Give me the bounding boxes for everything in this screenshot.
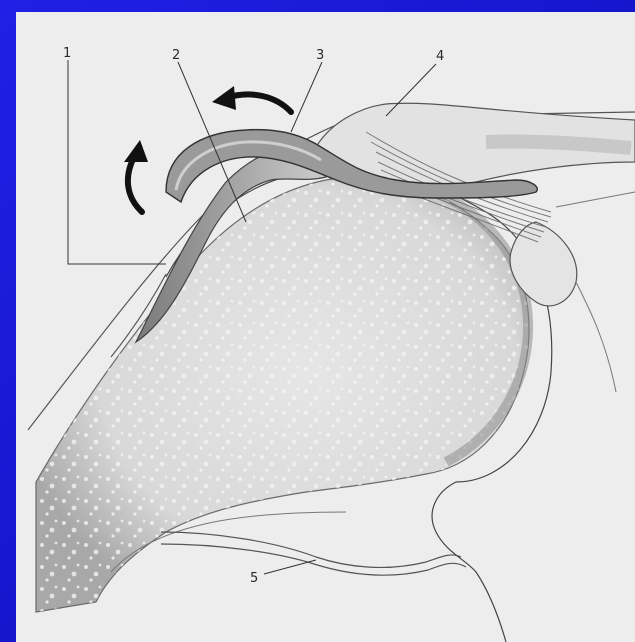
label-2: 2 — [172, 48, 180, 63]
label-3: 3 — [316, 48, 324, 63]
label-5: 5 — [250, 571, 258, 586]
inferior-recess — [161, 532, 461, 567]
leader-3 — [291, 62, 322, 132]
inferior-recess-lower — [161, 544, 466, 575]
shoulder-anatomy-diagram: 1 2 3 4 5 — [16, 12, 635, 642]
label-1: 1 — [63, 46, 71, 61]
acromion-shadow — [486, 141, 631, 148]
motion-arrow-upper — [212, 86, 291, 112]
leader-5 — [264, 560, 316, 574]
leader-1 — [68, 60, 166, 264]
motion-arrow-lower — [124, 140, 148, 212]
illustration-panel: 1 2 3 4 5 — [16, 12, 635, 642]
label-4: 4 — [436, 49, 444, 64]
